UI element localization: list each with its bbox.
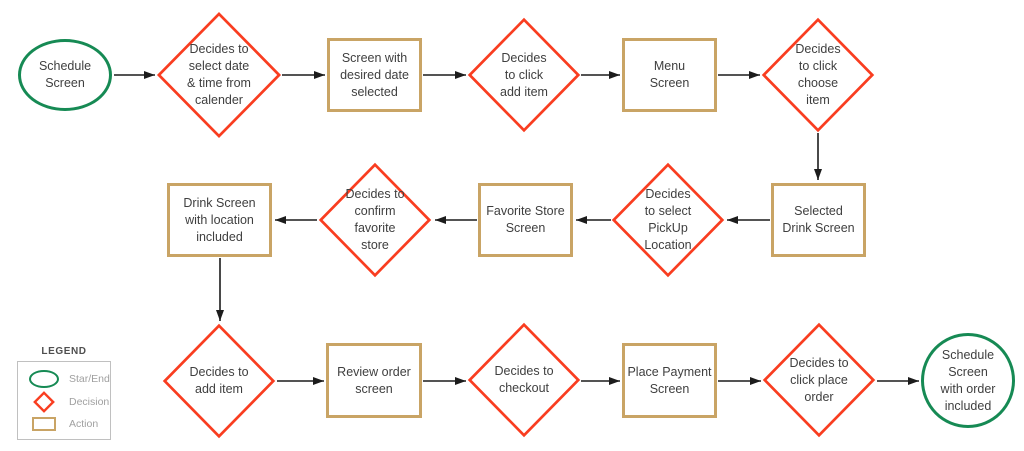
node-place-payment-screen: Place Payment Screen bbox=[622, 343, 717, 418]
legend-title: LEGEND bbox=[41, 346, 87, 357]
node-label: Favorite Store Screen bbox=[486, 204, 565, 235]
node-menu-screen: Menu Screen bbox=[622, 38, 717, 112]
node-label: Decides to checkout bbox=[494, 364, 554, 395]
legend-item-star-end: Star/End bbox=[28, 369, 110, 388]
node-label: Schedule Screen bbox=[38, 59, 92, 90]
node-decides-select-pickup-location: Decides to select PickUp Location bbox=[612, 163, 724, 277]
node-drink-screen-location-included: Drink Screen with location included bbox=[167, 183, 272, 257]
node-label: Decides to click choose item bbox=[795, 42, 841, 107]
node-decides-click-place-order: Decides to click place order bbox=[763, 323, 875, 437]
diamond-shape bbox=[763, 323, 875, 437]
legend-item-label: Action bbox=[69, 418, 99, 431]
diamond-shape bbox=[468, 18, 580, 132]
diamond-shape bbox=[163, 324, 275, 438]
node-label: Screen with desired date selected bbox=[340, 50, 409, 99]
node-review-order-screen: Review order screen bbox=[326, 343, 422, 418]
legend-box: Star/End Decision Action bbox=[17, 361, 111, 440]
legend-item-label: Star/End bbox=[69, 372, 110, 385]
node-decides-click-choose-item: Decides to click choose item bbox=[762, 18, 874, 132]
node-label: Review order screen bbox=[337, 364, 411, 396]
legend-ellipse-icon bbox=[28, 369, 60, 388]
node-decides-select-date-time: Decides to select date & time from calen… bbox=[157, 12, 281, 138]
node-label: Selected Drink Screen bbox=[782, 204, 855, 235]
legend-rect-icon bbox=[28, 417, 60, 432]
node-schedule-screen-start: Schedule Screen bbox=[18, 39, 112, 111]
diamond-shape bbox=[468, 323, 580, 437]
legend-item-action: Action bbox=[28, 417, 110, 432]
node-label: Schedule Screen with order included bbox=[940, 347, 996, 413]
node-schedule-screen-end: Schedule Screen with order included bbox=[921, 333, 1015, 428]
node-label: Decides to click add item bbox=[500, 50, 548, 99]
node-decides-checkout: Decides to checkout bbox=[468, 323, 580, 437]
diamond-shape bbox=[157, 12, 281, 138]
node-label: Decides to add item bbox=[189, 365, 249, 396]
node-selected-drink-screen: Selected Drink Screen bbox=[771, 183, 866, 257]
legend-diamond-icon bbox=[28, 391, 60, 414]
diamond-shape bbox=[612, 163, 724, 277]
node-label: Decides to select PickUp Location bbox=[644, 187, 692, 252]
node-label: Drink Screen with location included bbox=[183, 195, 256, 244]
node-label: Decides to click place order bbox=[789, 355, 849, 404]
node-decides-confirm-favorite-store: Decides to confirm favorite store bbox=[319, 163, 431, 277]
diamond-shape bbox=[762, 18, 874, 132]
node-decides-add-item: Decides to add item bbox=[163, 324, 275, 438]
node-decides-click-add-item: Decides to click add item bbox=[468, 18, 580, 132]
legend-item-label: Decision bbox=[69, 396, 110, 409]
node-label: Menu Screen bbox=[649, 59, 690, 90]
node-favorite-store-screen: Favorite Store Screen bbox=[478, 183, 573, 257]
legend-item-decision: Decision bbox=[28, 391, 110, 414]
node-label: Place Payment Screen bbox=[627, 364, 712, 396]
node-label: Decides to confirm favorite store bbox=[345, 187, 405, 252]
node-screen-desired-date: Screen with desired date selected bbox=[327, 38, 422, 112]
node-label: Decides to select date & time from calen… bbox=[187, 42, 251, 107]
diamond-shape bbox=[319, 163, 431, 277]
